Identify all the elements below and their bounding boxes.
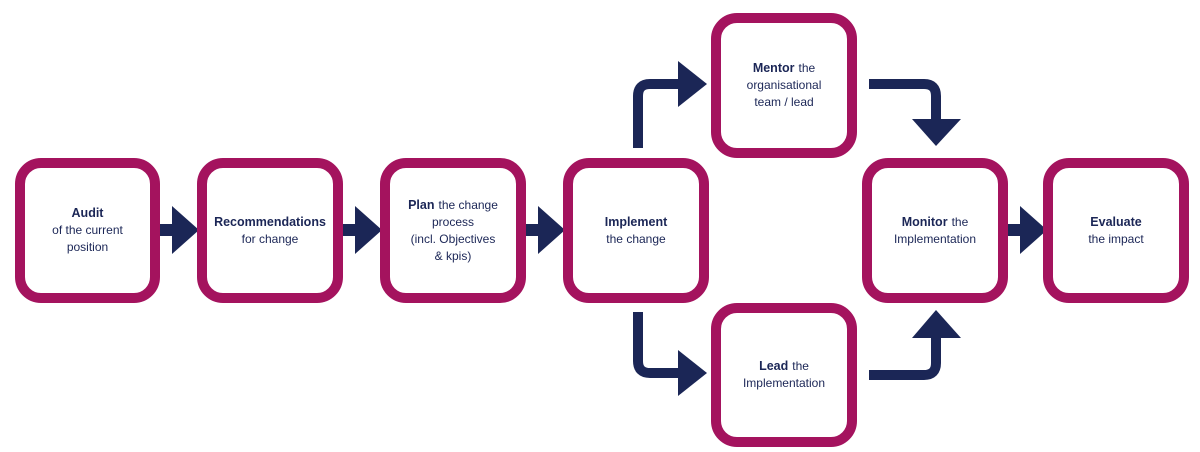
arrow-mentor-to-monitor-head [912,119,961,146]
arrow-lead-to-monitor-line [869,334,941,380]
step-implement: Implement the change [563,158,709,303]
plan-line-3: & kpis) [434,248,472,263]
audit-line-2: position [66,240,109,254]
monitor-title: Monitor [901,214,948,229]
arrow-implement-to-lead-head [678,350,707,396]
implement-title: Implement [604,214,668,229]
lead-line-1: Implementation [742,376,826,390]
arrow-implement-to-mentor-head [678,61,707,107]
arrow-recommendations-to-plan [339,206,382,254]
plan-line-1: process [431,214,475,229]
audit-line-1: of the current [52,223,123,237]
monitor-line-1: Implementation [893,231,977,246]
plan-title-rest: the change [438,197,498,212]
arrow-plan-to-implement [522,206,565,254]
evaluate-line-1: the impact [1088,231,1144,246]
arrow-mentor-to-monitor-line [869,79,941,124]
arrow-monitor-to-evaluate [1004,206,1047,254]
monitor-title-rest: the [951,214,969,229]
plan-line-2: (incl. Objectives [410,231,496,246]
step-evaluate: Evaluate the impact [1043,158,1189,303]
step-recommendations: Recommendations for change [197,158,343,303]
lead-title-rest: the [792,359,809,373]
arrow-lead-to-monitor-head [912,310,961,338]
audit-title: Audit [71,206,104,220]
implement-line-1: the change [606,231,666,246]
mentor-title-rest: the [798,61,816,75]
mentor-title: Mentor [752,61,795,75]
recommendations-line-1: for change [241,231,299,246]
arrow-implement-to-lead-line [633,312,682,378]
mentor-line-1: organisational [746,78,822,92]
arrow-implement-to-mentor-line [633,79,682,148]
lead-title: Lead [759,359,789,373]
mentor-line-2: team / lead [754,95,814,109]
plan-title: Plan [408,197,435,212]
recommendations-title: Recommendations [214,214,326,229]
evaluate-title: Evaluate [1090,214,1142,229]
step-audit: Audit of the current position [15,158,160,303]
arrow-audit-to-recommendations [156,206,199,254]
